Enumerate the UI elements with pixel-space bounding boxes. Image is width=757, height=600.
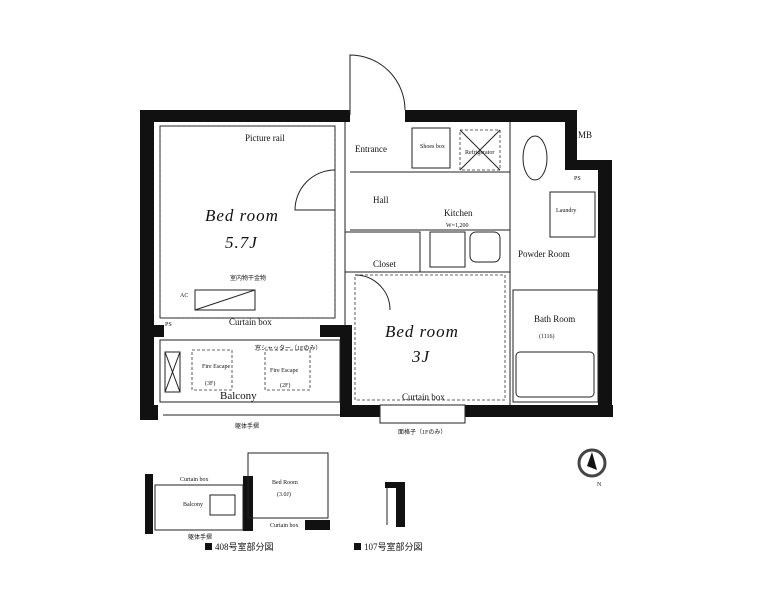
fire-escape-2-floor: (2F) <box>280 382 290 389</box>
partial-107-caption: 107号室部分図 <box>364 541 423 552</box>
bedroom-small-name: Bed room <box>385 322 459 341</box>
p408-bed-size: (3.0J) <box>277 491 291 498</box>
fire-escape-1-floor: (3F) <box>205 380 215 387</box>
p408-balcony: Balcony <box>183 502 203 508</box>
laundry-label: Laundry <box>556 208 576 214</box>
mb-label: MB <box>578 130 592 140</box>
walls <box>140 110 613 420</box>
compass-icon: N <box>577 448 607 488</box>
fire-escape-2-label: Fire Escape <box>270 368 298 374</box>
interior-lines <box>159 54 599 424</box>
ps-right-label: PS <box>574 176 581 182</box>
shoes-box-label: Shoes box <box>420 144 445 150</box>
p408-handrail: 躯体手摺 <box>188 533 212 541</box>
bedroom-main-size: 5.7J <box>225 233 258 252</box>
picture-rail-label: Picture rail <box>245 133 285 143</box>
kitchen-label: Kitchen <box>444 208 473 218</box>
hall-label: Hall <box>373 195 389 205</box>
closet-label: Closet <box>373 259 397 269</box>
handrail-label: 躯体手摺 <box>235 422 259 430</box>
compass-north-label: N <box>597 482 602 488</box>
ac-label: AC <box>180 293 188 299</box>
powder-room-label: Powder Room <box>518 249 570 259</box>
bedroom-small-size: 3J <box>411 347 431 366</box>
curtain-box-label-1: Curtain box <box>229 317 272 327</box>
p408-bed-room: Bed Room <box>272 480 298 486</box>
partial-plan-408: Curtain box Balcony Bed Room (3.0J) Curt… <box>145 452 330 541</box>
fire-escape-1-label: Fire Escape <box>202 364 230 370</box>
p408-curtain-box-a: Curtain box <box>180 477 209 483</box>
entrance-label: Entrance <box>355 144 387 154</box>
window-shutter-label: 窓シャッター（1Fのみ） <box>255 344 321 352</box>
kitchen-width-label: W=1,200 <box>446 223 469 229</box>
curtain-box-label-2: Curtain box <box>402 392 445 402</box>
partial-408-caption: 408号室部分図 <box>215 541 274 552</box>
bath-size-label: (1116) <box>539 333 555 340</box>
bath-room-label: Bath Room <box>534 314 575 324</box>
partial-plan-107 <box>385 482 405 527</box>
ps-left-label: PS <box>165 322 172 328</box>
p408-curtain-box-b: Curtain box <box>270 523 299 529</box>
grille-label: 面格子（1Fのみ） <box>398 428 446 436</box>
indoor-drying-label: 室内物干金物 <box>230 274 266 282</box>
balcony-label: Balcony <box>220 390 257 402</box>
bedroom-main-name: Bed room <box>205 206 279 225</box>
refrigerator-label: Refrigerator <box>465 149 494 156</box>
